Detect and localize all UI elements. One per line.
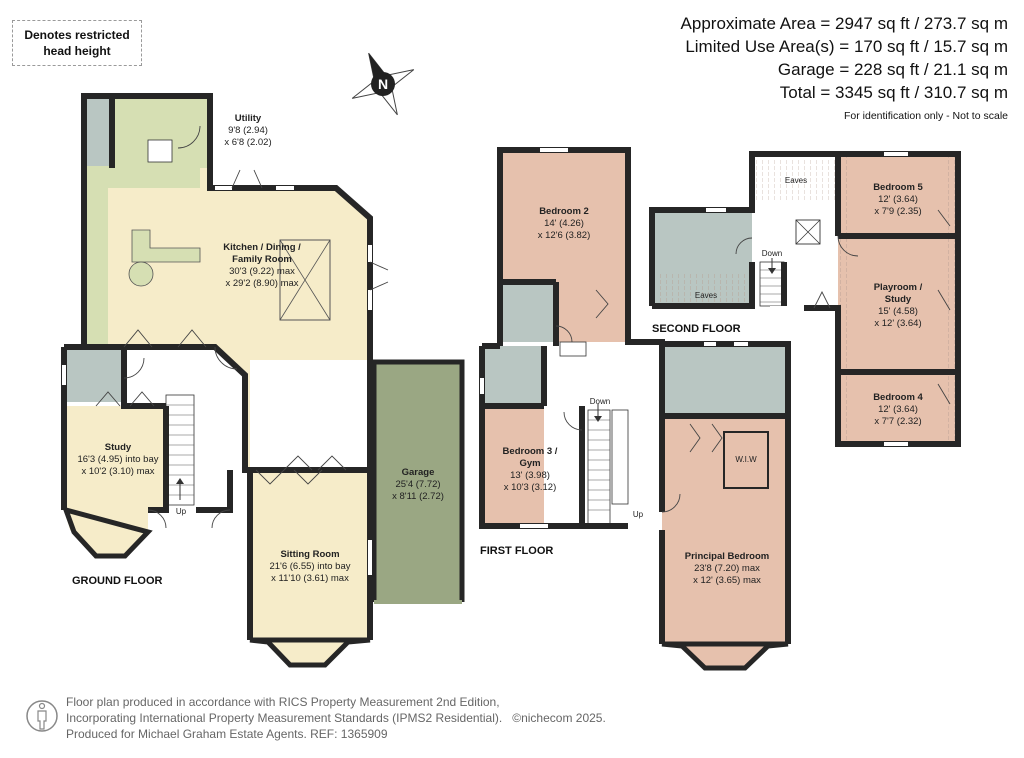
second-down-label: Down (762, 249, 782, 258)
sitting-room-floor (250, 470, 370, 665)
principal-bedroom-dim-1: 23'8 (7.20) max (694, 563, 760, 574)
second-skylight (795, 219, 821, 245)
playroom-floor (838, 236, 958, 372)
garage-area: Garage = 228 sq ft / 21.1 sq m (777, 60, 1008, 79)
legend-line-1: Denotes restricted (24, 28, 130, 42)
bedroom-3-name-1: Bedroom 3 / (503, 446, 558, 457)
bedroom-2-dim-1: 14' (4.26) (544, 218, 584, 229)
first-up-label: Up (633, 510, 644, 519)
bedroom-4-dim-1: 12' (3.64) (878, 404, 918, 415)
kitchen-name-1: Kitchen / Dining / (223, 242, 301, 253)
bedroom-3-dim-1: 13' (3.98) (510, 470, 550, 481)
footer-line-2-text: Incorporating International Property Mea… (66, 711, 503, 725)
playroom-dim-1: 15' (4.58) (878, 306, 918, 317)
utility-name: Utility (235, 113, 262, 124)
garage-name: Garage (402, 467, 435, 478)
legend-line-2: head height (43, 44, 111, 58)
kitchen-units (84, 168, 200, 347)
utility-dim-2: x 6'8 (2.02) (224, 137, 271, 148)
first-stairs (559, 341, 629, 529)
garage-dim-1: 25'4 (7.72) (395, 479, 440, 490)
bedroom-3-dim-2: x 10'3 (3.12) (504, 482, 557, 493)
area-summary: Approximate Area = 2947 sq ft / 273.7 sq… (681, 12, 1008, 122)
principal-bedroom-name: Principal Bedroom (685, 551, 769, 562)
footer-copyright: ©nichecom 2025. (512, 711, 606, 725)
limited-use-area: Limited Use Area(s) = 170 sq ft / 15.7 s… (685, 37, 1008, 56)
landing-eaves-label: Eaves (785, 176, 807, 185)
bedroom-2-dim-2: x 12'6 (3.82) (538, 230, 591, 241)
garage-floor (374, 362, 462, 602)
sitting-room-name: Sitting Room (280, 549, 339, 560)
utility-dim-1: 9'8 (2.94) (228, 125, 268, 136)
sitting-room-dim-2: x 11'10 (3.61) max (271, 573, 349, 584)
playroom-name-2: Study (885, 294, 912, 305)
restricted-head-height-legend: Denotes restricted head height (12, 20, 142, 66)
kitchen-dim-1: 30'3 (9.22) max (229, 266, 295, 277)
footer: Floor plan produced in accordance with R… (66, 694, 606, 742)
ground-floor-plan: Kitchen / Dining / Family Room 30'3 (9.2… (61, 93, 465, 668)
first-floor-label: FIRST FLOOR (480, 545, 553, 557)
garage-dim-2: x 8'11 (2.72) (392, 491, 444, 502)
island-seat (128, 261, 154, 287)
playroom-name-1: Playroom / (874, 282, 923, 293)
walk-in-wardrobe (723, 431, 769, 489)
approximate-area: Approximate Area = 2947 sq ft / 273.7 sq… (680, 14, 1008, 33)
study-dim-2: x 10'2 (3.10) max (81, 466, 154, 477)
kitchen-skylight (279, 239, 331, 321)
bedroom-5-dim-1: 12' (3.64) (878, 194, 918, 205)
second-bathroom-eaves (652, 272, 752, 306)
kitchen-name-2: Family Room (232, 254, 292, 265)
ground-wc (64, 347, 124, 402)
kitchen-dim-2: x 29'2 (8.90) max (225, 278, 298, 289)
compass-north-label: N (378, 76, 388, 92)
first-ensuite (500, 282, 556, 342)
footer-line-2: Incorporating International Property Mea… (66, 710, 606, 726)
bedroom-5-name: Bedroom 5 (873, 182, 923, 193)
playroom-dim-2: x 12' (3.64) (874, 318, 921, 329)
ground-cloakroom (84, 96, 112, 166)
compass-rose: N (351, 52, 415, 116)
ground-floor-label: GROUND FLOOR (72, 575, 162, 587)
sitting-room-dim-1: 21'6 (6.55) into bay (269, 561, 350, 572)
identification-note: For identification only - Not to scale (844, 110, 1008, 122)
principal-bedroom-dim-2: x 12' (3.65) max (693, 575, 761, 586)
person-scale-icon (26, 700, 58, 732)
footer-line-3: Produced for Michael Graham Estate Agent… (66, 727, 388, 741)
second-stairs (759, 258, 785, 307)
first-floor-plan: Bedroom 2 14' (4.26) x 12'6 (3.82) Bedro… (479, 147, 791, 671)
bedroom-4-name: Bedroom 4 (873, 392, 923, 403)
study-floor (64, 406, 166, 556)
family-bathroom (482, 346, 544, 406)
landing-eaves (756, 158, 836, 202)
wiw-label: W.I.W (735, 455, 757, 464)
second-floor-plan: Bedroom 5 12' (3.64) x 7'9 (2.35) Playro… (649, 151, 961, 447)
bedroom-2-name: Bedroom 2 (539, 206, 589, 217)
ground-stairs (165, 394, 195, 506)
second-floor-label: SECOND FLOOR (652, 323, 741, 335)
bedroom-5-dim-2: x 7'9 (2.35) (874, 206, 921, 217)
kitchen-floor (84, 168, 370, 470)
principal-ensuite (662, 344, 788, 416)
bathroom-eaves-label: Eaves (695, 291, 717, 300)
total-area: Total = 3345 sq ft / 310.7 sq m (779, 83, 1008, 102)
footer-line-1: Floor plan produced in accordance with R… (66, 695, 500, 709)
bedroom-5-floor (838, 154, 958, 236)
ground-up-label: Up (176, 507, 187, 516)
study-name: Study (105, 442, 132, 453)
bedroom-4-dim-2: x 7'7 (2.32) (874, 416, 921, 427)
first-down-label: Down (590, 397, 610, 406)
bedroom-3-name-2: Gym (519, 458, 540, 469)
kitchen-island (131, 229, 201, 263)
study-dim-1: 16'3 (4.95) into bay (77, 454, 158, 465)
